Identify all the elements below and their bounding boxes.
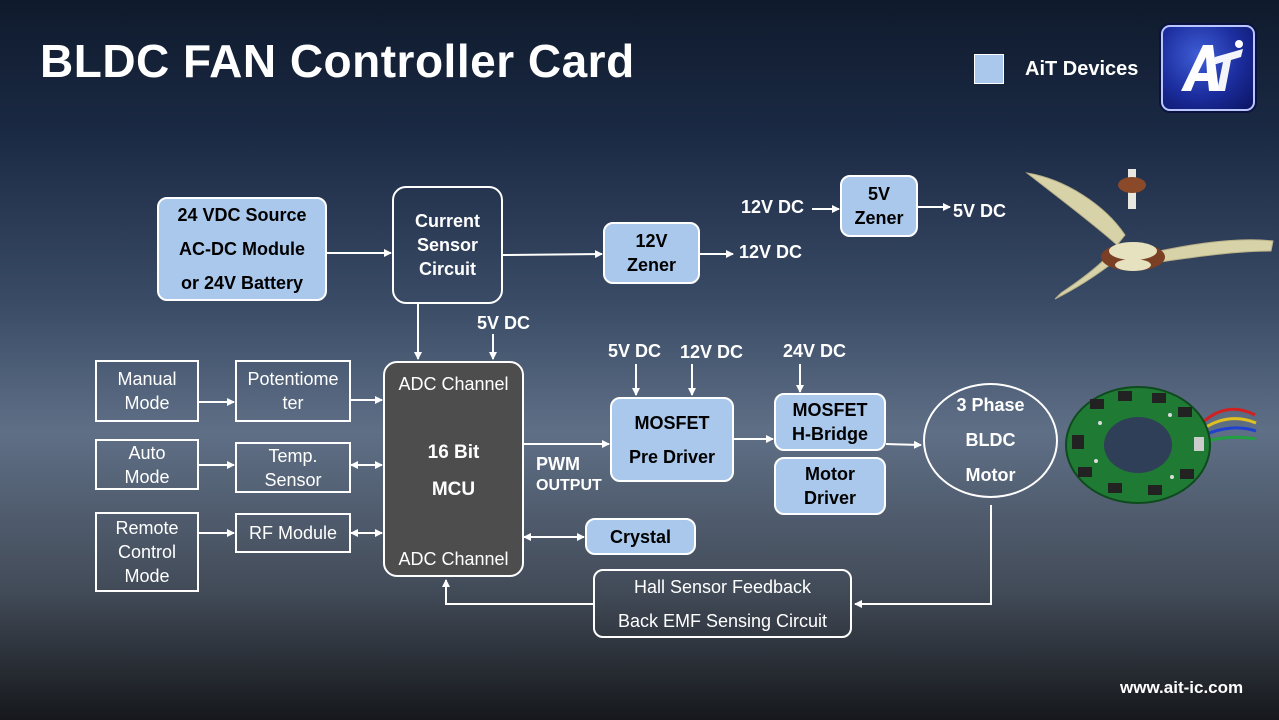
potentiometer-line1: Potentiome <box>247 369 339 389</box>
feedback-line1: Hall Sensor Feedback <box>633 576 812 597</box>
zener5-input-label: 12V DC <box>741 197 805 217</box>
ceiling-fan-image <box>1025 165 1275 310</box>
pre-driver-line2: Pre Driver <box>628 446 716 467</box>
motor-driver-line1: Motor <box>805 464 855 484</box>
current-sensor-line3: Circuit <box>418 259 476 279</box>
motor-line2: BLDC <box>965 430 1016 450</box>
zener-5v-block: 5V Zener <box>840 175 918 237</box>
remote-mode-line2: Control <box>117 542 177 562</box>
zener12-output-label: 12V DC <box>739 242 803 262</box>
current-sensor-line1: Current <box>414 211 480 231</box>
auto-mode-block: Auto Mode <box>95 439 199 490</box>
motor-driver-line2: Driver <box>803 488 857 508</box>
rf-module-block: RF Module <box>235 513 351 553</box>
manual-mode-block: Manual Mode <box>95 360 199 422</box>
manual-mode-line1: Manual <box>117 369 177 389</box>
output-label: OUTPUT <box>536 477 602 494</box>
mcu-5v-label: 5V DC <box>477 313 531 333</box>
feedback-circuit-block: Hall Sensor Feedback Back EMF Sensing Ci… <box>593 569 852 638</box>
legend-swatch <box>974 54 1004 84</box>
controller-pcb-image <box>1060 385 1260 520</box>
mcu-adc-bottom: ADC Channel <box>398 549 509 569</box>
potentiometer-line2: ter <box>282 393 304 413</box>
page-title: BLDC FAN Controller Card <box>40 35 635 87</box>
power-source-line2: AC-DC Module <box>179 239 305 259</box>
ait-logo <box>1161 25 1255 111</box>
zener-5v-line1: 5V <box>867 184 891 204</box>
temp-sensor-block: Temp. Sensor <box>235 442 351 493</box>
temp-sensor-line2: Sensor <box>264 469 322 490</box>
auto-mode-line2: Mode <box>124 466 170 487</box>
manual-mode-line2: Mode <box>124 393 170 413</box>
remote-mode-line3: Mode <box>124 566 170 586</box>
zener-12v-block: 12V Zener <box>603 222 700 284</box>
legend-label: AiT Devices <box>1025 58 1139 80</box>
mcu-name: MCU <box>431 479 476 500</box>
rf-module-label: RF Module <box>248 523 338 543</box>
mcu-adc-top: ADC Channel <box>398 374 509 394</box>
power-source-line1: 24 VDC Source <box>177 205 307 225</box>
crystal-block: Crystal <box>585 518 696 555</box>
h-bridge-block: MOSFET H-Bridge <box>774 393 886 451</box>
mcu-bits: 16 Bit <box>427 442 480 463</box>
zener5-output-label: 5V DC <box>953 201 1007 221</box>
bldc-motor-block: 3 Phase BLDC Motor <box>923 383 1058 498</box>
temp-sensor-line1: Temp. <box>268 445 318 466</box>
h-bridge-line2: H-Bridge <box>792 424 868 444</box>
pre-driver-5v-label: 5V DC <box>608 341 662 361</box>
zener-5v-line2: Zener <box>854 208 904 228</box>
power-source-line3: or 24V Battery <box>180 273 304 293</box>
pre-driver-12v-label: 12V DC <box>680 342 744 362</box>
mcu-block: ADC Channel 16 Bit MCU ADC Channel <box>383 361 524 577</box>
pre-driver-line1: MOSFET <box>634 412 710 433</box>
crystal-label: Crystal <box>609 526 672 547</box>
current-sensor-line2: Sensor <box>416 235 479 255</box>
pre-driver-block: MOSFET Pre Driver <box>610 397 734 482</box>
current-sensor-block: Current Sensor Circuit <box>392 186 503 304</box>
remote-mode-block: Remote Control Mode <box>95 512 199 592</box>
motor-line1: 3 Phase <box>956 395 1025 415</box>
zener-12v-line1: 12V <box>635 231 668 251</box>
zener-12v-line2: Zener <box>626 255 677 275</box>
remote-mode-line1: Remote <box>115 518 179 538</box>
feedback-line2: Back EMF Sensing Circuit <box>617 610 828 631</box>
motor-line3: Motor <box>965 465 1016 485</box>
power-source-block: 24 VDC Source AC-DC Module or 24V Batter… <box>157 197 327 301</box>
h-bridge-line1: MOSFET <box>792 400 868 420</box>
motor-driver-block: Motor Driver <box>774 457 886 515</box>
website-url: www.ait-ic.com <box>1120 678 1244 697</box>
h-bridge-24v-label: 24V DC <box>783 341 847 361</box>
pwm-label: PWM <box>536 454 580 474</box>
potentiometer-block: Potentiome ter <box>235 360 351 422</box>
auto-mode-line1: Auto <box>128 442 166 463</box>
